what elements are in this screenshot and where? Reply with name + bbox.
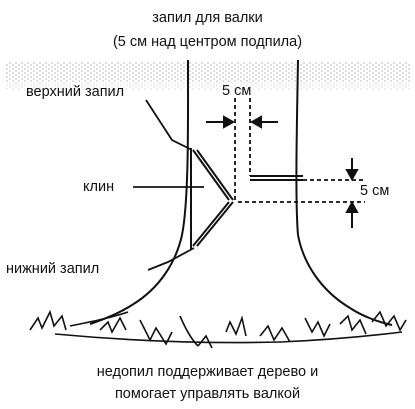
title-line-1: запил для валки (152, 10, 263, 26)
tree-trunk-left-edge (89, 59, 190, 325)
bottom-cut-label: нижний запил (6, 261, 100, 277)
top-cut-label: верхний запил (26, 84, 125, 100)
felling-cut (250, 175, 303, 181)
bottom-cut (192, 201, 234, 247)
width-arrows (206, 115, 278, 129)
sky-dotted-band (5, 62, 410, 82)
leader-lines (133, 99, 204, 271)
gap-height-label: 5 см (360, 183, 390, 199)
caption-line-1: недопил поддерживает дерево и (96, 364, 319, 380)
tree-trunk-right-edge (295, 59, 393, 326)
title-line-2: (5 см над центром подпила) (112, 34, 303, 50)
height-arrows (345, 158, 359, 228)
caption-line-2: помогает управлять валкой (114, 386, 301, 402)
wedge-label: клин (83, 179, 115, 195)
top-cut (192, 149, 234, 201)
gap-width-label: 5 см (222, 83, 252, 99)
roots-and-grass (29, 309, 407, 349)
